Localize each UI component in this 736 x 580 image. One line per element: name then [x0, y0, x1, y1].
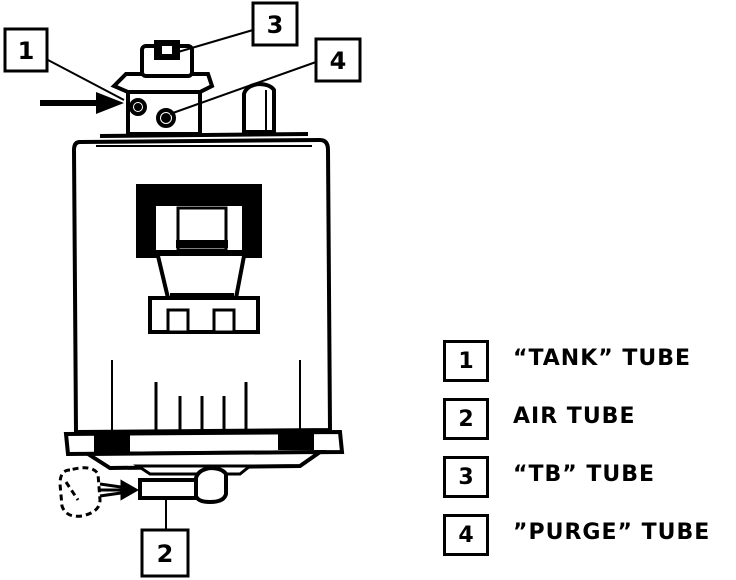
legend-item-tank: 1 “TANK” TUBE — [443, 340, 733, 398]
callout-1: 1 — [3, 27, 49, 73]
callout-3: 3 — [251, 1, 299, 47]
callout-2: 2 — [140, 528, 190, 578]
legend-number: 1 — [443, 340, 489, 382]
center-bracket — [136, 184, 262, 334]
canister-base — [63, 429, 345, 476]
air-tube — [138, 465, 228, 505]
leader-lines — [47, 29, 317, 530]
svg-text:2: 2 — [157, 540, 174, 568]
legend-label: AIR TUBE — [513, 404, 636, 429]
legend-label: “TB” TUBE — [513, 462, 656, 487]
legend-label: ”PURGE” TUBE — [513, 520, 711, 545]
air-inlet-dashed — [58, 466, 102, 518]
legend-number: 2 — [443, 398, 489, 440]
svg-text:1: 1 — [18, 37, 35, 65]
legend-item-purge: 4 ”PURGE” TUBE — [443, 514, 733, 572]
canister-ribs — [111, 360, 301, 432]
top-fitting — [110, 40, 276, 136]
tank-port — [129, 98, 147, 116]
flow-arrow — [40, 92, 124, 114]
legend-item-air: 2 AIR TUBE — [443, 398, 733, 456]
legend-item-tb: 3 “TB” TUBE — [443, 456, 733, 514]
svg-text:3: 3 — [267, 11, 284, 39]
legend-label: “TANK” TUBE — [513, 346, 692, 371]
callout-4: 4 — [314, 37, 362, 83]
svg-text:4: 4 — [330, 47, 347, 75]
legend: 1 “TANK” TUBE 2 AIR TUBE 3 “TB” TUBE 4 ”… — [443, 340, 733, 572]
legend-number: 4 — [443, 514, 489, 556]
air-flow-arrow — [99, 479, 140, 501]
legend-number: 3 — [443, 456, 489, 498]
purge-port — [156, 108, 176, 128]
